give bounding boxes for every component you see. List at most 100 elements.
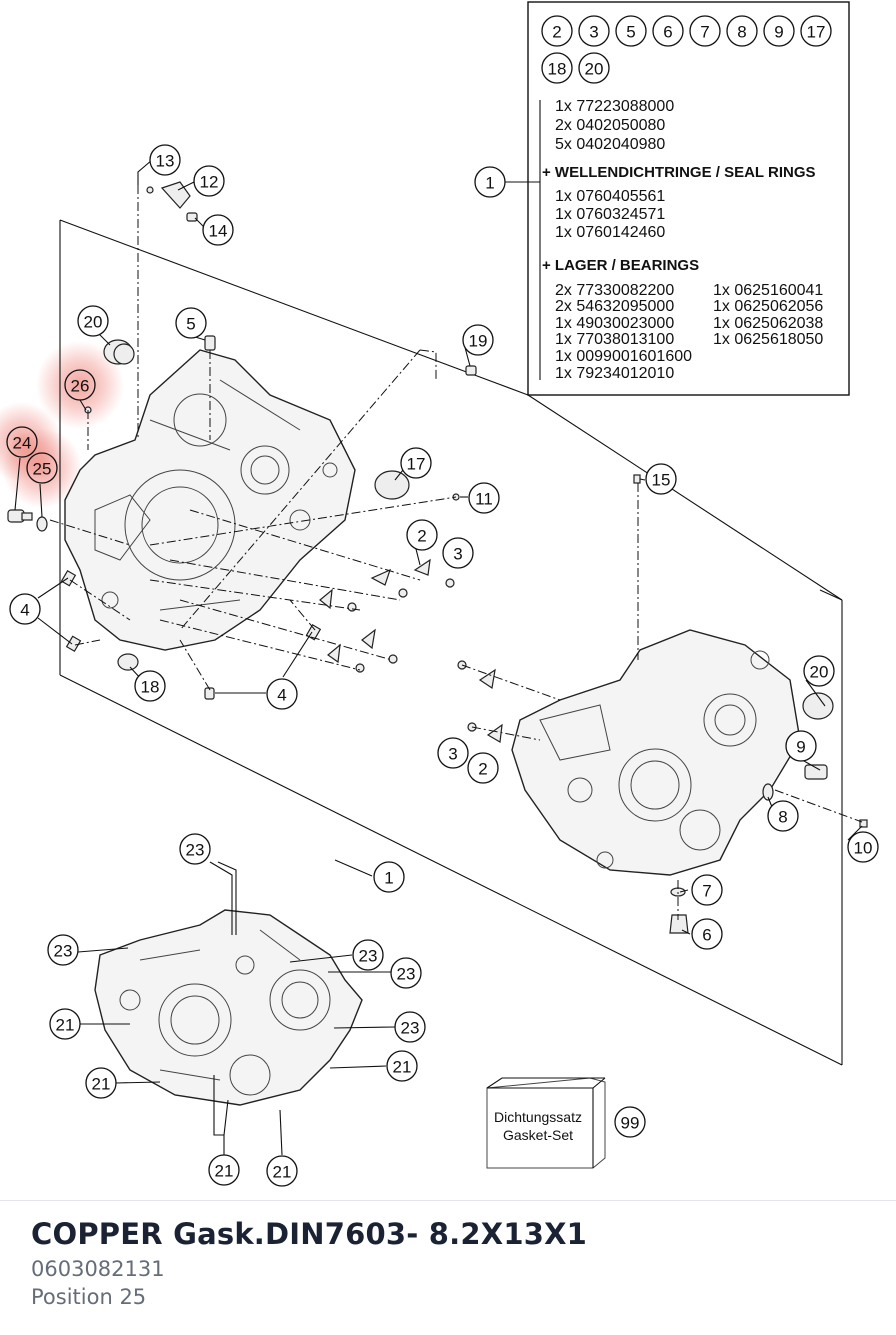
callout-position-10[interactable]: 10: [847, 831, 879, 863]
callout-position-23-label: 23: [359, 947, 378, 966]
callout-position-23-label: 23: [397, 965, 416, 984]
bearing-line: 2x 54632095000: [555, 298, 674, 315]
callout-position-6[interactable]: 6: [691, 918, 723, 950]
legend-callout-7[interactable]: 7: [689, 15, 721, 47]
callout-position-3[interactable]: 3: [442, 537, 474, 569]
callout-position-25[interactable]: 25: [26, 452, 58, 484]
bearing-line: 1x 0625062038: [713, 315, 823, 332]
legend-callout-9[interactable]: 9: [763, 15, 795, 47]
legend-seal-lines: 1x 0760405561 1x 0760324571 1x 076014246…: [555, 188, 665, 241]
bearing-line: 1x 49030023000: [555, 315, 674, 332]
callout-position-7-label: 7: [702, 882, 711, 901]
gasket-set-box[interactable]: Dichtungssatz Gasket-Set: [486, 1077, 606, 1169]
callout-position-23[interactable]: 23: [352, 939, 384, 971]
legend-callout-6[interactable]: 6: [652, 15, 684, 47]
callout-position-23[interactable]: 23: [47, 934, 79, 966]
legend-bearing-right: 1x 0625160041 1x 0625062056 1x 062506203…: [713, 282, 823, 348]
callout-position-8[interactable]: 8: [767, 800, 799, 832]
legend-callout-5[interactable]: 5: [615, 15, 647, 47]
callout-position-21[interactable]: 21: [386, 1050, 418, 1082]
callout-position-21[interactable]: 21: [266, 1155, 298, 1187]
callout-position-3-label: 3: [448, 745, 457, 764]
callout-position-26[interactable]: 26: [64, 369, 96, 401]
callout-position-99[interactable]: 99: [614, 1106, 646, 1138]
legend-callout-7-label: 7: [700, 23, 709, 42]
callout-position-19[interactable]: 19: [462, 324, 494, 356]
callout-position-4[interactable]: 4: [9, 593, 41, 625]
callout-position-13-label: 13: [156, 152, 175, 171]
callout-position-23[interactable]: 23: [390, 957, 422, 989]
callout-position-11-label: 11: [475, 490, 493, 509]
part-number: 0603082131: [31, 1257, 165, 1281]
legend-kit-lines: 1x 77223088000 2x 0402050080 5x 04020409…: [555, 98, 674, 153]
callout-position-23[interactable]: 23: [394, 1011, 426, 1043]
callout-position-3[interactable]: 3: [437, 737, 469, 769]
kit-line: 5x 0402040980: [555, 136, 665, 153]
callout-position-6-label: 6: [702, 926, 711, 945]
part-detail-panel: COPPER Gask.DIN7603- 8.2X13X1 0603082131…: [0, 1200, 896, 1335]
callout-position-21[interactable]: 21: [208, 1154, 240, 1186]
bearing-line: 1x 0625160041: [713, 282, 823, 299]
callout-position-4-label: 4: [20, 601, 29, 620]
callout-position-15[interactable]: 15: [645, 463, 677, 495]
legend-callout-20-label: 20: [585, 60, 604, 79]
callout-position-21[interactable]: 21: [49, 1008, 81, 1040]
bearing-line: 1x 79234012010: [555, 365, 674, 382]
kit-line: 1x 77223088000: [555, 98, 674, 115]
callout-position-21-label: 21: [215, 1162, 234, 1181]
legend-callout-2[interactable]: 2: [541, 15, 573, 47]
callout-position-20-label: 20: [810, 663, 829, 682]
callout-position-99-label: 99: [621, 1114, 640, 1133]
seal-rings-heading: + WELLENDICHTRINGE / SEAL RINGS: [542, 164, 816, 181]
left-crankcase-half: [64, 349, 356, 651]
legend-callout-18-label: 18: [548, 60, 567, 79]
callout-position-11[interactable]: 11: [468, 482, 500, 514]
legend-callout-18[interactable]: 18: [541, 52, 573, 84]
callout-position-13[interactable]: 13: [149, 144, 181, 176]
legend-callout-3[interactable]: 3: [578, 15, 610, 47]
callout-position-14[interactable]: 14: [202, 214, 234, 246]
callout-position-14-label: 14: [209, 222, 228, 241]
bearing-line: 1x 77038013100: [555, 331, 674, 348]
legend-callout-8[interactable]: 8: [726, 15, 758, 47]
legend-callout-17[interactable]: 17: [800, 15, 832, 47]
callout-position-24[interactable]: 24: [6, 426, 38, 458]
legend-callout-kit[interactable]: 1: [474, 166, 506, 198]
callout-position-12[interactable]: 12: [193, 165, 225, 197]
callout-position-2[interactable]: 2: [467, 752, 499, 784]
callout-position-20[interactable]: 20: [77, 305, 109, 337]
callout-position-9-label: 9: [796, 738, 805, 757]
legend-callout-6-label: 6: [663, 23, 672, 42]
callout-position-18[interactable]: 18: [134, 670, 166, 702]
bearings-heading: + LAGER / BEARINGS: [542, 257, 699, 274]
callout-position-5-label: 5: [186, 315, 195, 334]
callout-position-1[interactable]: 1: [373, 861, 405, 893]
callout-position-23[interactable]: 23: [179, 833, 211, 865]
callout-position-1-label: 1: [384, 869, 393, 888]
callout-position-21[interactable]: 21: [85, 1067, 117, 1099]
callout-position-20[interactable]: 20: [803, 655, 835, 687]
callout-position-9[interactable]: 9: [785, 730, 817, 762]
part-position: Position 25: [31, 1285, 147, 1309]
assembly-axes: [49, 185, 863, 920]
callout-position-21-label: 21: [56, 1016, 75, 1035]
callout-position-17[interactable]: 17: [400, 447, 432, 479]
callout-position-24-label: 24: [13, 434, 32, 453]
callout-position-7[interactable]: 7: [691, 874, 723, 906]
callout-position-8-label: 8: [778, 808, 787, 827]
bearing-line: 1x 0625062056: [713, 298, 823, 315]
callout-position-5[interactable]: 5: [175, 307, 207, 339]
seal-line: 1x 0760324571: [555, 206, 665, 223]
callout-position-4[interactable]: 4: [266, 678, 298, 710]
legend-callout-20[interactable]: 20: [578, 52, 610, 84]
callout-position-19-label: 19: [469, 332, 488, 351]
legend-callout-kit-label: 1: [485, 174, 494, 193]
gasket-set-label-en: Gasket-Set: [503, 1127, 573, 1143]
right-crankcase-half: [511, 629, 801, 876]
callout-position-26-label: 26: [71, 377, 90, 396]
callout-position-2[interactable]: 2: [406, 519, 438, 551]
part-name: COPPER Gask.DIN7603- 8.2X13X1: [31, 1217, 588, 1251]
callout-position-3-label: 3: [453, 545, 462, 564]
bearing-line: 1x 0625618050: [713, 331, 823, 348]
